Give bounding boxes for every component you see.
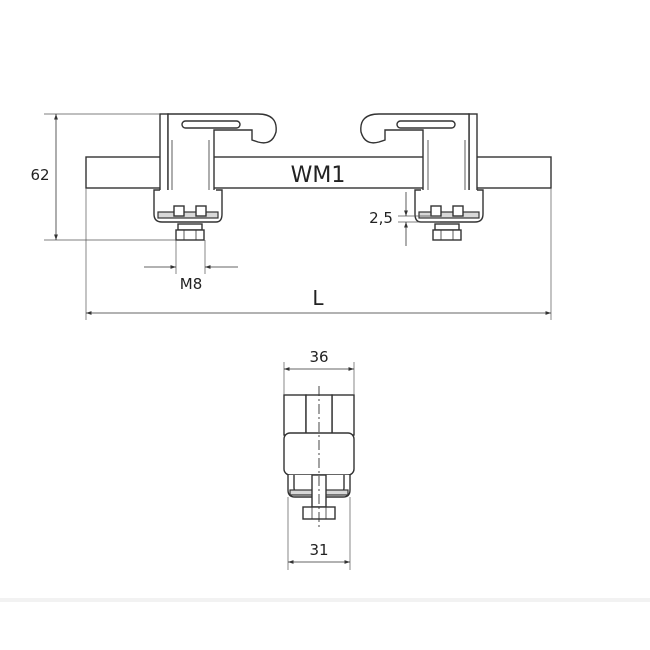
bottom-width-dimension: 31 [287,497,351,570]
left-clamp [153,113,277,241]
front-view: WM1 62 2,5 M8 L [30,113,552,320]
side-view: 36 31 [283,348,355,570]
top-width-dimension: 36 [283,348,355,395]
height-dimension: 62 [30,113,176,241]
top-width-value: 36 [309,348,328,366]
product-label: WM1 [291,163,346,188]
bottom-width-value: 31 [309,541,328,559]
bolt-value: M8 [180,275,203,293]
bolt-dimension: M8 [144,240,238,293]
height-value: 62 [30,166,49,184]
length-value: L [312,286,324,310]
length-dimension: L [85,188,552,320]
clearance-value: 2,5 [369,209,393,227]
clearance-dimension: 2,5 [369,192,440,246]
right-clamp [360,113,484,241]
